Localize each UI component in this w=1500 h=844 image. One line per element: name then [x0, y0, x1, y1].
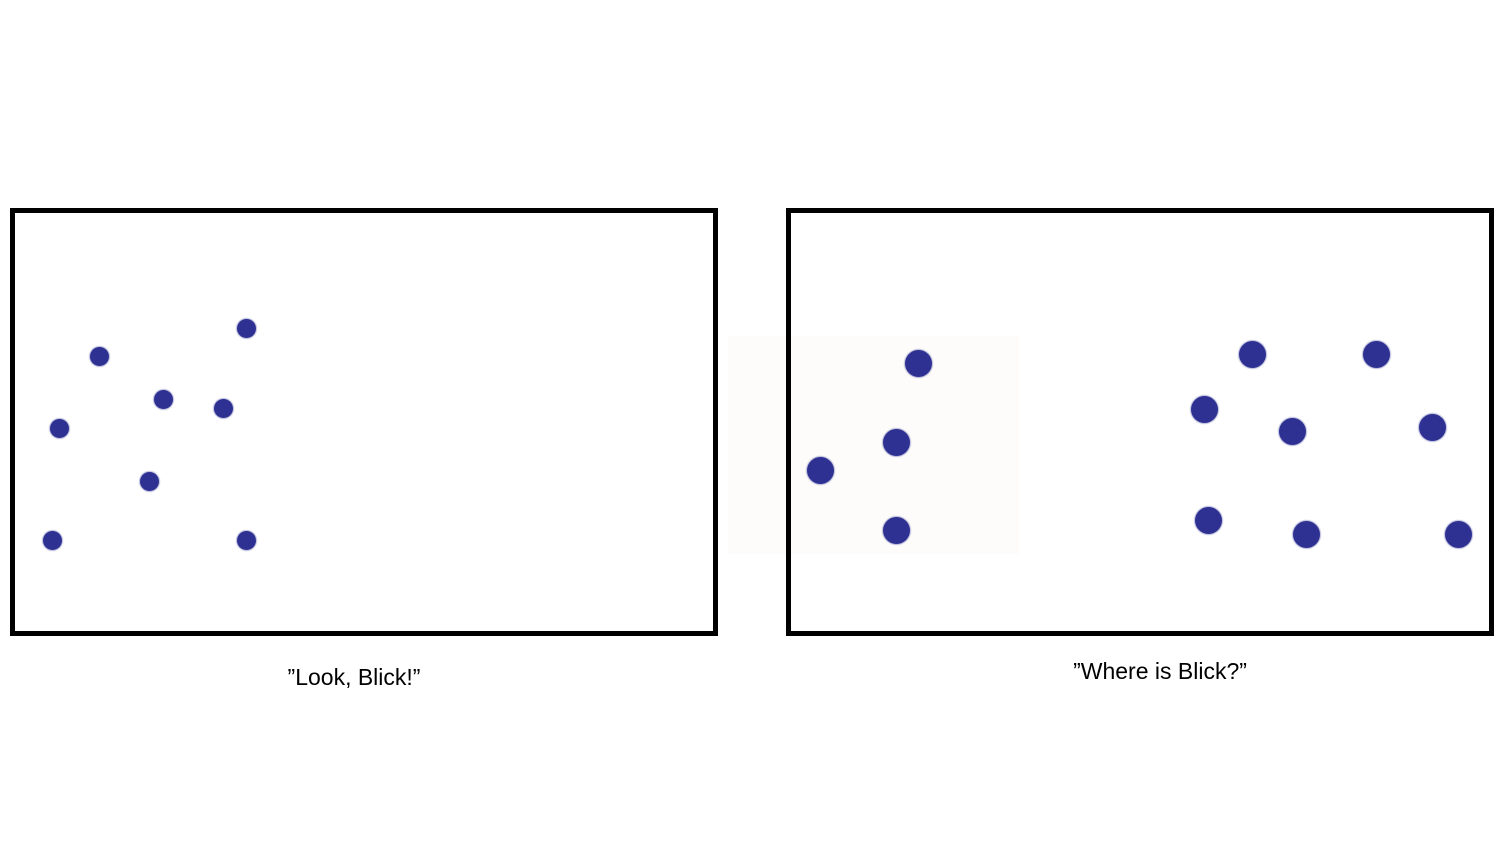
right-panel-dot [904, 349, 932, 377]
right-panel-dot [1238, 340, 1266, 368]
left-panel-dot [139, 471, 159, 491]
right-panel-dot [1194, 506, 1222, 534]
right-panel-dot [1362, 340, 1390, 368]
left-panel-dot [236, 530, 256, 550]
right-panel-dot [1418, 413, 1446, 441]
right-panel-dot [882, 516, 910, 544]
left-panel-dot [49, 418, 69, 438]
left-panel-dot [236, 318, 256, 338]
left-panel-dot [153, 389, 173, 409]
right-panel-dot [1292, 520, 1320, 548]
caption-look-blick: ”Look, Blick!” [287, 664, 421, 690]
background-tint [728, 336, 786, 554]
right-panel-dot [1444, 520, 1472, 548]
left-panel-dot [89, 346, 109, 366]
caption-where-is-blick: ”Where is Blick?” [1073, 658, 1247, 684]
left-panel-dot [42, 530, 62, 550]
right-panel-dot [1278, 417, 1306, 445]
left-panel-dot [213, 398, 233, 418]
left-panel [10, 208, 718, 636]
right-panel-dot [806, 456, 834, 484]
right-panel-dot [1190, 395, 1218, 423]
right-panel-dot [882, 428, 910, 456]
